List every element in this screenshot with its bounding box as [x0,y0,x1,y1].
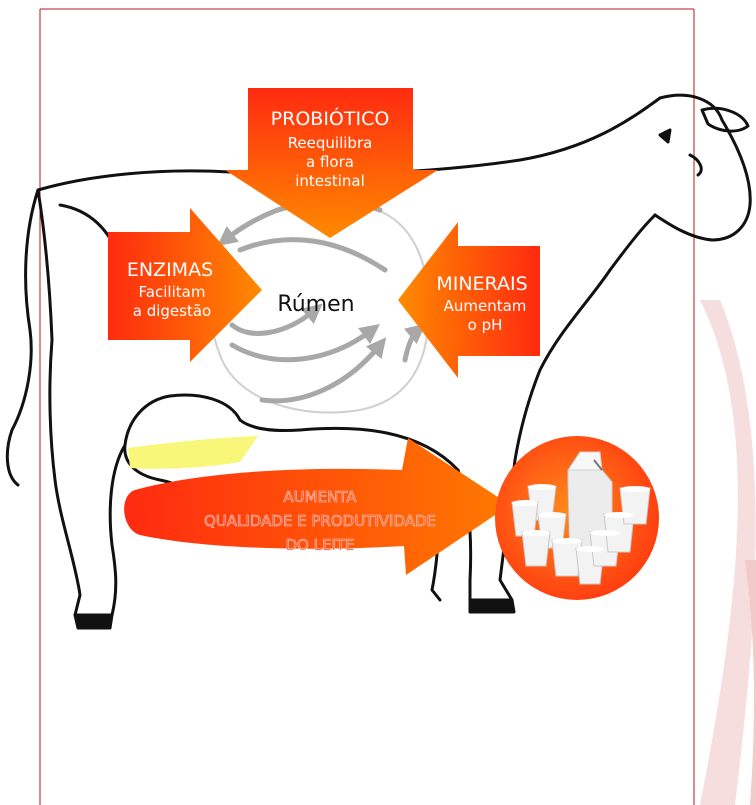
result-line-3: DO LEITE [285,536,354,554]
rumen-label: Rúmen [277,292,354,317]
watermark-swoosh [700,300,756,805]
milk-glasses-icon [495,436,659,600]
minerals-line-1: Aumentam [444,297,527,315]
minerals-title: MINERAIS [436,273,527,295]
enzymes-line-1: Facilitam [139,283,206,301]
probiotic-line-2: a flora [306,153,354,171]
probiotic-arrow: PROBIÓTICO Reequilibra a flora intestina… [225,88,438,238]
probiotic-title: PROBIÓTICO [271,106,390,130]
enzymes-line-2: a digestão [133,302,211,320]
result-arrow: AUMENTA QUALIDADE E PRODUTIVIDADE DO LEI… [124,438,511,575]
enzymes-arrow: ENZIMAS Facilitam a digestão [108,208,262,362]
minerals-line-2: o pH [468,316,503,334]
result-line-1: AUMENTA [283,488,357,506]
probiotic-line-1: Reequilibra [288,134,373,152]
minerals-arrow: MINERAIS Aumentam o pH [398,222,540,378]
probiotic-line-3: intestinal [295,172,365,190]
result-line-2: QUALIDADE E PRODUTIVIDADE [204,512,436,530]
milk-fill [128,436,258,469]
enzymes-title: ENZIMAS [127,259,213,281]
watermark-swoosh-2 [745,560,756,805]
